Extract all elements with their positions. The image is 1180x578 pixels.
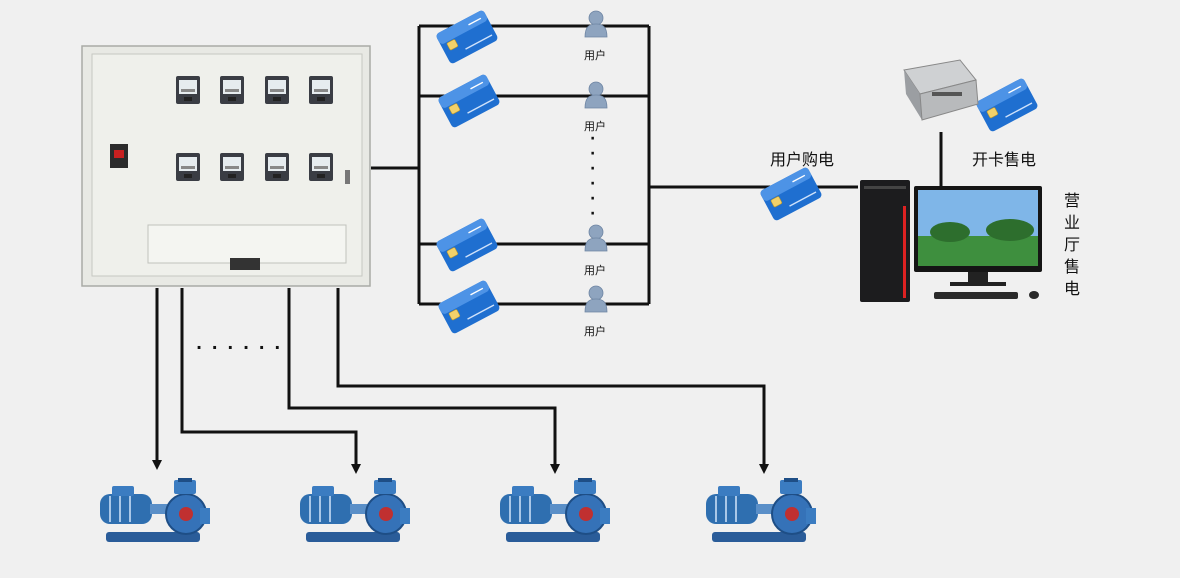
water-pump-icon — [299, 477, 411, 543]
user-icon — [584, 285, 608, 313]
user-icon — [584, 10, 608, 38]
hall-sale-label: 营业厅售电 — [1063, 191, 1080, 298]
water-pump-icon — [99, 477, 211, 543]
user-label: 用户 — [584, 49, 606, 62]
more-pumps-ellipsis: · · · · · · — [196, 338, 283, 357]
ic-card-icon — [434, 216, 500, 274]
water-pump-icon — [499, 477, 611, 543]
ic-card-icon — [434, 8, 500, 66]
ic-card-icon — [758, 165, 824, 223]
user-label: 用户 — [584, 120, 606, 133]
desktop-computer-icon — [860, 180, 1042, 302]
user-label: 用户 — [584, 264, 606, 277]
more-users-ellipsis: · · · · · · — [590, 131, 596, 222]
user-label: 用户 — [584, 325, 606, 338]
ic-card-icon — [436, 72, 502, 130]
ic-card-icon — [974, 76, 1040, 134]
meter-cabinet-icon — [81, 45, 371, 287]
card-sale-label: 开卡售电 — [972, 150, 1037, 169]
user-icon — [584, 224, 608, 252]
buy-power-label: 用户购电 — [770, 150, 835, 169]
card-reader-icon — [903, 59, 979, 121]
ic-card-icon — [436, 278, 502, 336]
water-pump-icon — [705, 477, 817, 543]
pump-feed-lines — [152, 288, 769, 474]
